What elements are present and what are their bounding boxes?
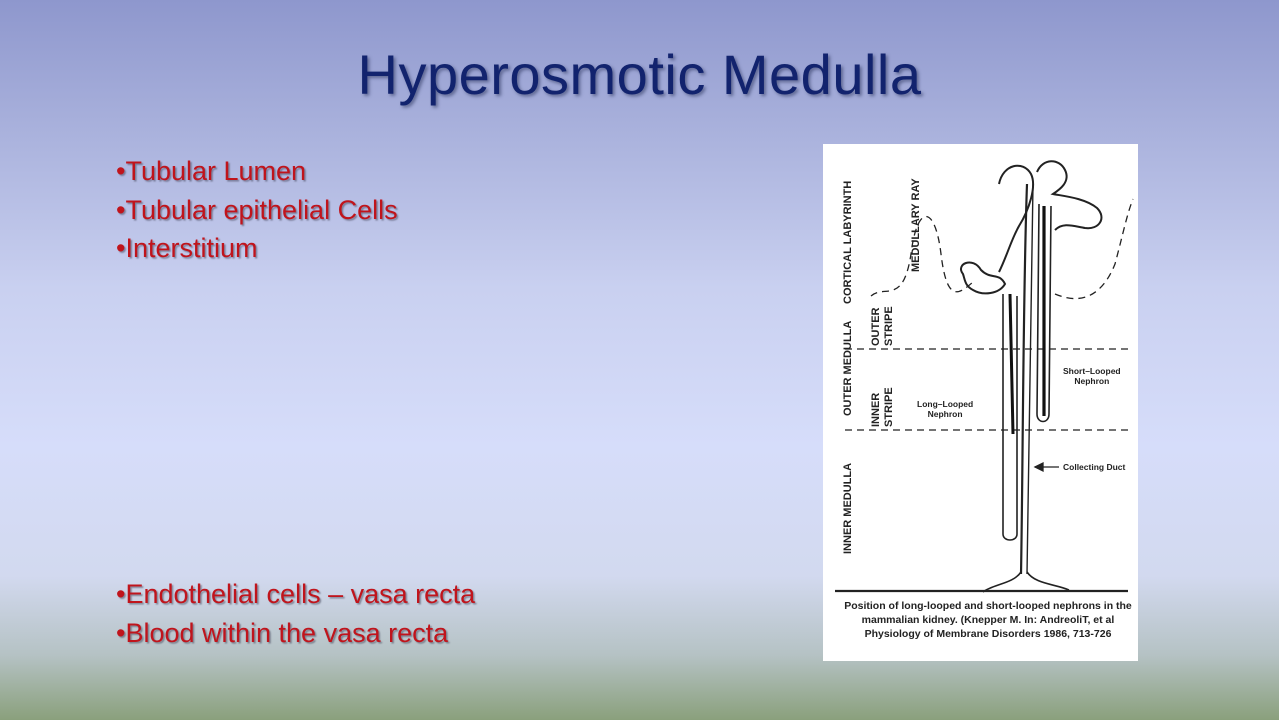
inner-medulla-label: INNER MEDULLA (842, 462, 854, 554)
bullet-text: Blood within the vasa recta (125, 617, 449, 648)
bullet-item: •Endothelial cells – vasa recta (116, 575, 475, 614)
figure-caption: Position of long-looped and short-looped… (844, 600, 1132, 640)
bullet-text: Tubular epithelial Cells (125, 194, 398, 225)
medullary-ray-label: MEDULLARY RAY (910, 178, 922, 272)
bullet-text: Tubular Lumen (125, 156, 307, 186)
bullet-marker: • (116, 617, 126, 648)
bullet-marker: • (116, 233, 126, 263)
bullet-marker: • (116, 194, 126, 225)
inner-stripe-label: INNER STRIPE (870, 387, 895, 427)
bullet-item: •Blood within the vasa recta (116, 614, 475, 653)
short-looped-label: Short–Looped Nephron (1063, 366, 1121, 386)
bullet-item: •Interstitium (116, 229, 398, 268)
bullet-marker: • (116, 156, 126, 186)
medullary-ray-boundary (870, 216, 974, 297)
nephron-diagram: CORTICAL LABYRINTH MEDULLARY RAY OUTER M… (823, 144, 1138, 661)
collecting-duct-label: Collecting Duct (1063, 462, 1126, 472)
short-loop (1036, 203, 1052, 423)
bullet-item: •Tubular epithelial Cells (116, 191, 398, 230)
outer-stripe-label: OUTER STRIPE (870, 306, 895, 346)
glomerulus-long (960, 261, 1007, 295)
cortical-labyrinth-label: CORTICAL LABYRINTH (842, 180, 854, 304)
nephron-drawing (835, 160, 1134, 593)
glomerulus-short (1036, 160, 1103, 231)
bullet-text: Endothelial cells – vasa recta (125, 579, 476, 609)
bullet-item: •Tubular Lumen (116, 152, 398, 191)
labyrinth-boundary (1054, 198, 1134, 300)
bullet-marker: • (116, 579, 126, 609)
long-looped-label: Long–Looped Nephron (917, 399, 974, 419)
long-loop (1002, 294, 1018, 541)
bullet-text: Interstitium (125, 233, 258, 263)
outer-medulla-label: OUTER MEDULLA (842, 320, 854, 416)
slide-title: Hyperosmotic Medulla (357, 43, 922, 106)
bottom-bullet-list: •Endothelial cells – vasa recta •Blood w… (116, 575, 475, 652)
top-bullet-list: •Tubular Lumen •Tubular epithelial Cells… (116, 152, 398, 268)
collecting-duct-line (1019, 183, 1029, 575)
